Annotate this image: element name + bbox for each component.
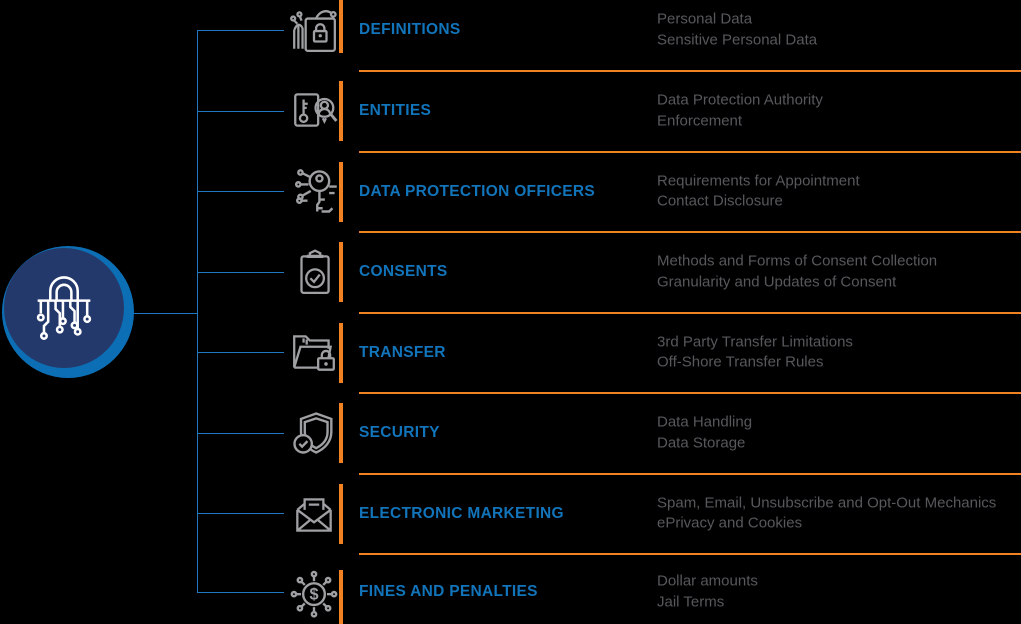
detail-line: Dollar amounts: [657, 572, 758, 590]
detail-line: Off-Shore Transfer Rules: [657, 353, 824, 371]
section-details: Data Handling Data Storage: [657, 413, 752, 454]
folder-lock-icon: [286, 325, 342, 381]
detail-line: Data Protection Authority: [657, 91, 823, 109]
circuit-padlock-icon: [36, 276, 92, 340]
branch-line: [197, 272, 284, 273]
hub-circle: [4, 248, 124, 368]
orange-accent-bar: [339, 81, 343, 141]
section-details: Dollar amounts Jail Terms: [657, 572, 758, 613]
section-heading: SECURITY: [359, 424, 440, 441]
section-details: Methods and Forms of Consent Collection …: [657, 252, 937, 293]
row-fines-and-penalties: $ FINES AND PENALTIES Dollar amounts Jai…: [0, 554, 1021, 624]
clipboard-check-icon: [286, 244, 342, 300]
orange-accent-bar: [339, 403, 343, 463]
detail-line: Contact Disclosure: [657, 192, 783, 210]
detail-line: Personal Data: [657, 10, 753, 28]
section-heading: TRANSFER: [359, 343, 446, 361]
row-electronic-marketing: ELECTRONIC MARKETING Spam, Email, Unsubs…: [0, 474, 1021, 555]
central-hub: [2, 246, 134, 378]
branch-line: [197, 111, 284, 112]
row-security: SECURITY Data Handling Data Storage: [0, 393, 1021, 474]
section-heading: ELECTRONIC MARKETING: [359, 504, 564, 522]
section-details: Personal Data Sensitive Personal Data: [657, 10, 817, 51]
section-details: Spam, Email, Unsubscribe and Opt-Out Mec…: [657, 493, 996, 534]
branch-line: [197, 592, 284, 593]
circuit-key-icon: [286, 164, 342, 220]
badge-key-person-icon: [286, 83, 342, 139]
section-details: 3rd Party Transfer Limitations Off-Shore…: [657, 332, 853, 373]
open-envelope-icon: [286, 486, 342, 542]
detail-line: Granularity and Updates of Consent: [657, 273, 897, 290]
orange-accent-bar: [339, 570, 343, 624]
detail-line: Data Handling: [657, 413, 753, 431]
orange-accent-bar: [339, 242, 343, 302]
section-details: Data Protection Authority Enforcement: [657, 91, 823, 132]
orange-accent-bar: [339, 483, 343, 544]
svg-text:$: $: [309, 586, 318, 604]
detail-line: ePrivacy and Cookies: [657, 514, 803, 532]
document-lock-icon: [286, 2, 342, 58]
detail-line: Data Storage: [657, 434, 746, 451]
shield-check-icon: [286, 405, 342, 461]
detail-line: Enforcement: [657, 112, 743, 129]
detail-line: Jail Terms: [657, 593, 725, 610]
connector-trunk-line: [197, 30, 198, 592]
row-definitions: DEFINITIONS Personal Data Sensitive Pers…: [0, 0, 1021, 72]
detail-line: Sensitive Personal Data: [657, 31, 818, 48]
dollar-spokes-icon: $: [286, 564, 342, 620]
branch-line: [197, 352, 284, 353]
orange-accent-bar: [339, 0, 343, 53]
orange-accent-bar: [339, 322, 343, 383]
detail-line: 3rd Party Transfer Limitations: [657, 333, 853, 350]
branch-line: [197, 191, 284, 192]
branch-line: [197, 513, 284, 514]
section-heading: CONSENTS: [359, 263, 448, 280]
detail-line: Requirements for Appointment: [657, 172, 860, 189]
branch-line: [197, 30, 284, 31]
section-heading: DATA PROTECTION OFFICERS: [359, 182, 595, 200]
section-heading: ENTITIES: [359, 102, 432, 119]
section-heading: FINES AND PENALTIES: [359, 583, 538, 600]
row-data-protection-officers: DATA PROTECTION OFFICERS Requirements fo…: [0, 152, 1021, 233]
row-transfer: TRANSFER 3rd Party Transfer Limitations …: [0, 313, 1021, 394]
detail-line: Methods and Forms of Consent Collection: [657, 252, 938, 270]
hub-connector-line: [133, 313, 197, 314]
section-details: Requirements for Appointment Contact Dis…: [657, 171, 860, 212]
detail-line: Spam, Email, Unsubscribe and Opt-Out Mec…: [657, 494, 997, 511]
branch-line: [197, 433, 284, 434]
section-heading: DEFINITIONS: [359, 21, 461, 38]
row-entities: ENTITIES Data Protection Authority Enfor…: [0, 71, 1021, 152]
orange-accent-bar: [339, 161, 343, 222]
row-consents: CONSENTS Methods and Forms of Consent Co…: [0, 232, 1021, 313]
